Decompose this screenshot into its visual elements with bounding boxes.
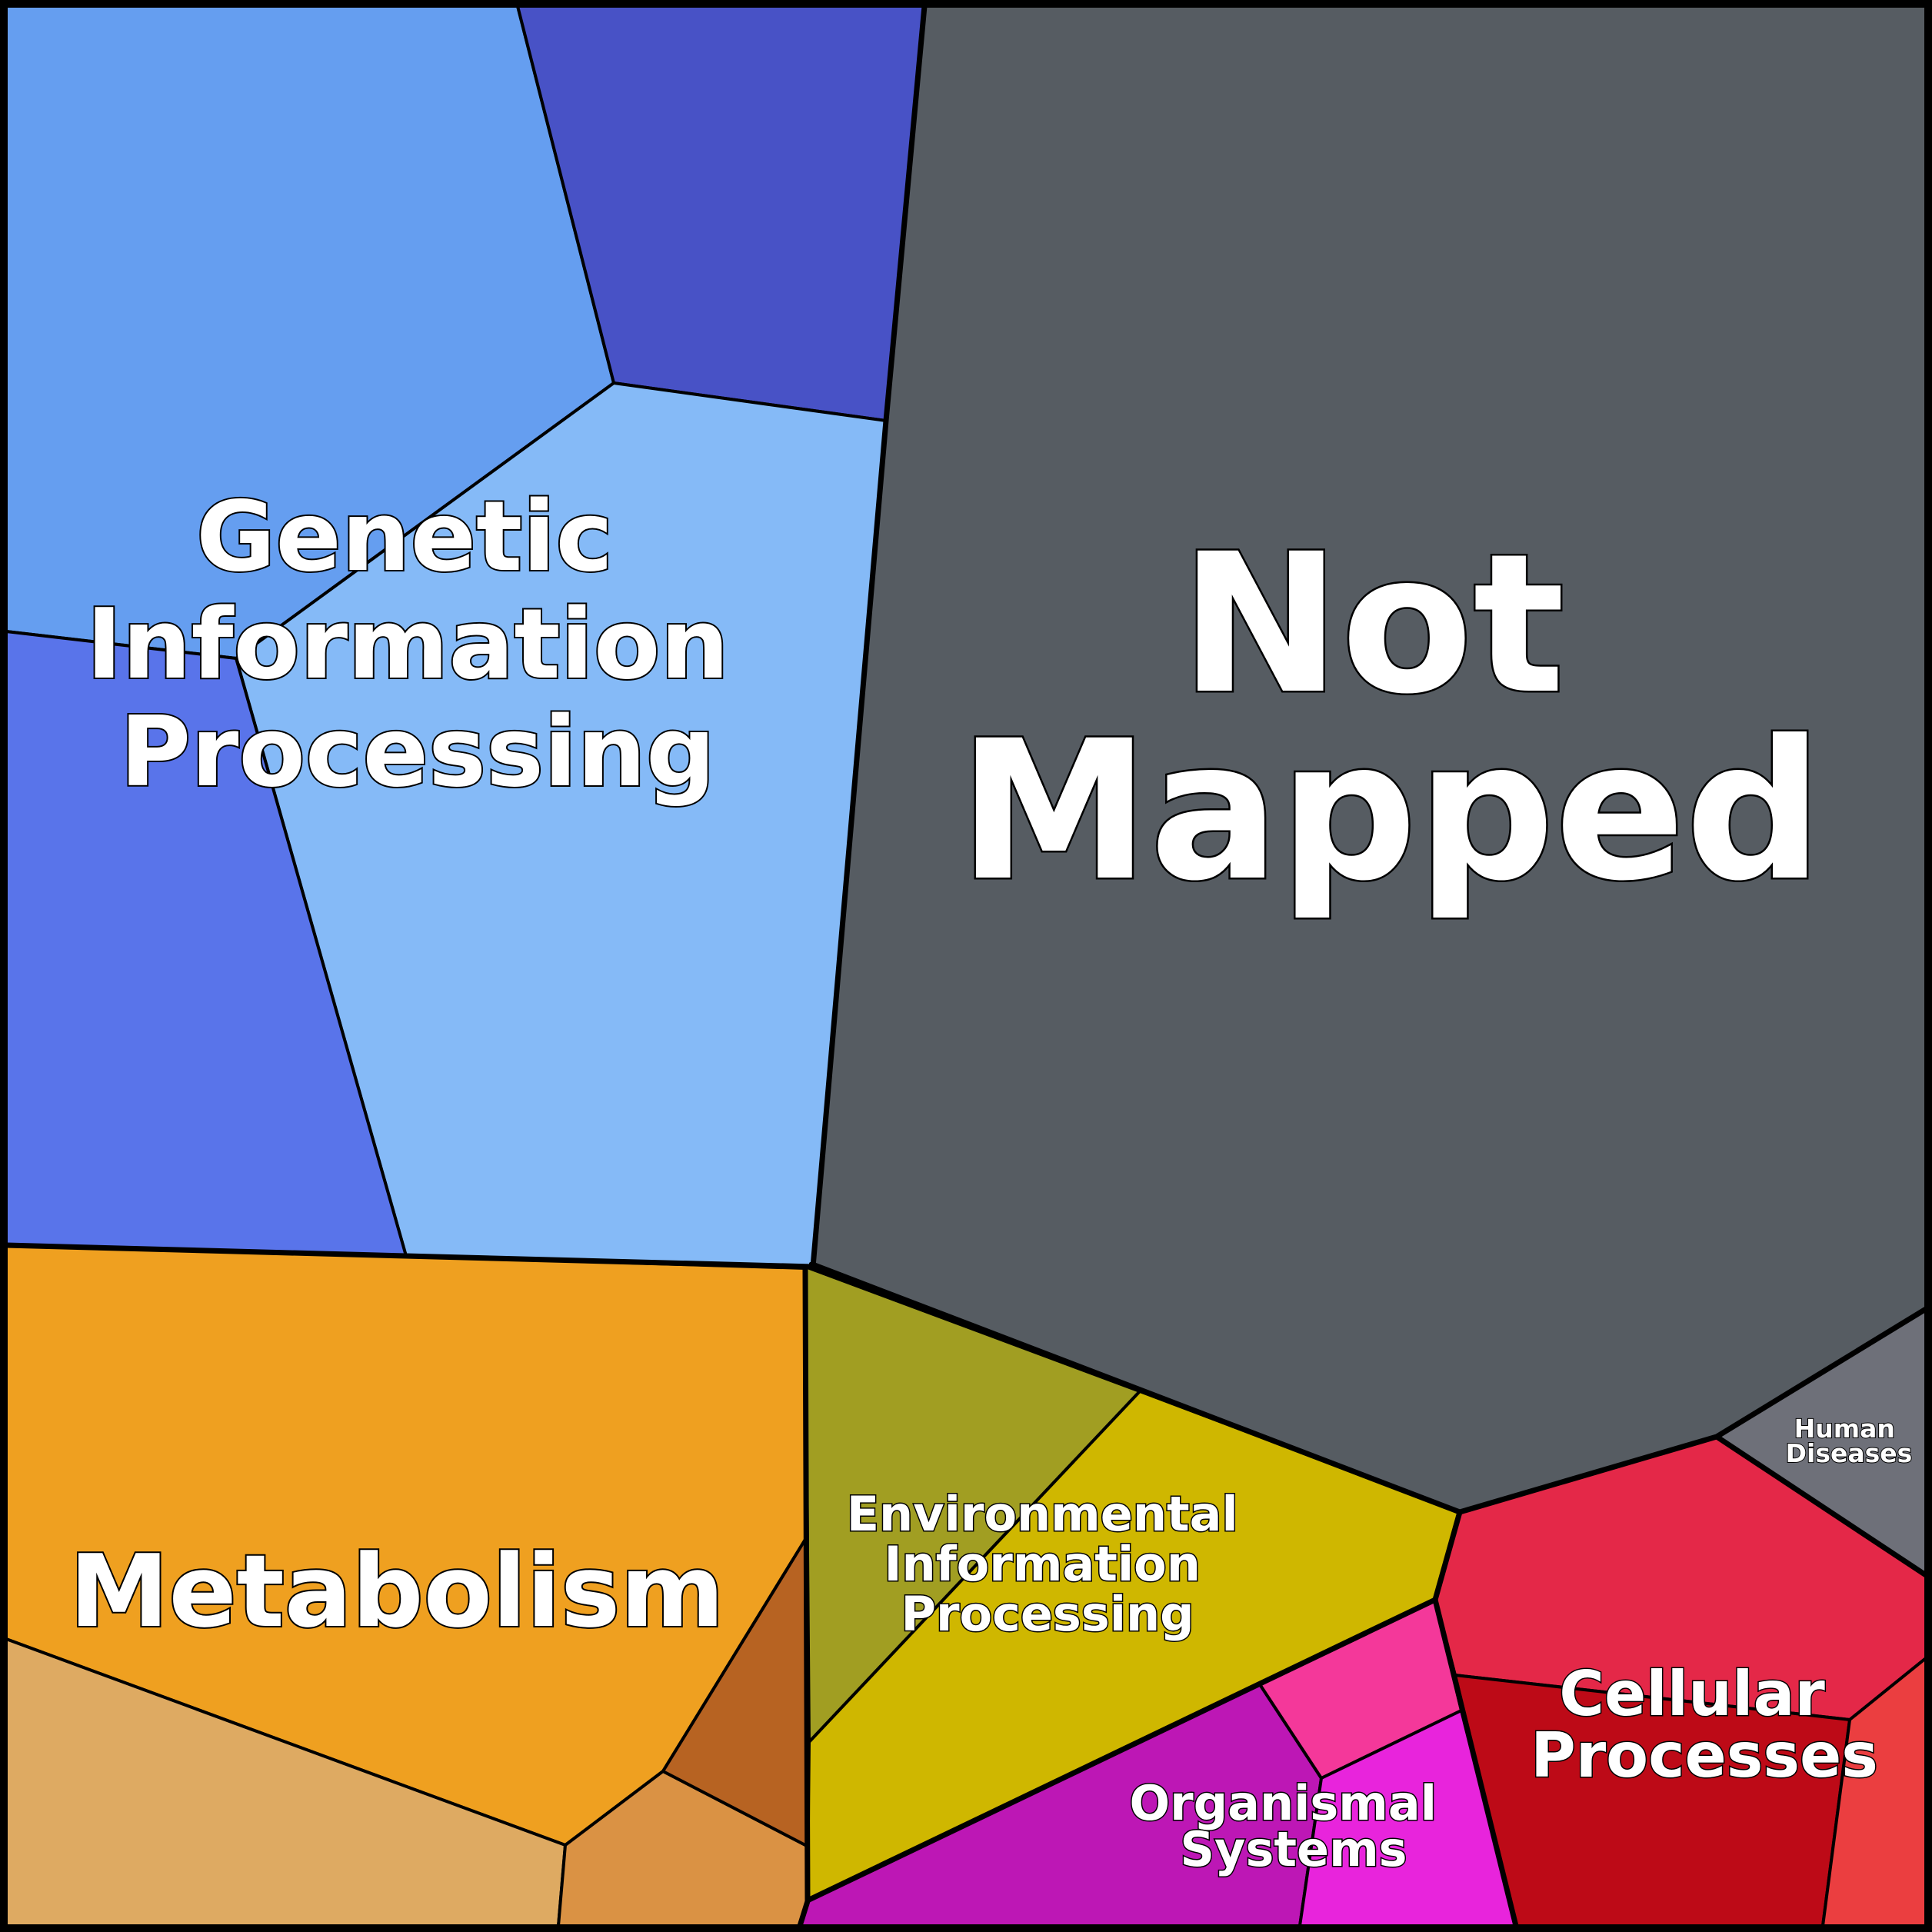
metabolism-label: Metabolism xyxy=(69,1533,724,1650)
category-boundaries xyxy=(5,5,1927,1927)
organismal-label: Organismal Systems xyxy=(1129,1775,1453,1877)
genetic-label: Genetic Information Processing xyxy=(86,480,763,808)
environmental-label: Environmental Information Processing xyxy=(847,1486,1255,1642)
human-diseases-label: Human Diseases xyxy=(1786,1414,1913,1468)
cellular-label: Cellular Processes xyxy=(1531,1658,1878,1791)
not-mapped-label: Not Mapped xyxy=(958,512,1823,923)
